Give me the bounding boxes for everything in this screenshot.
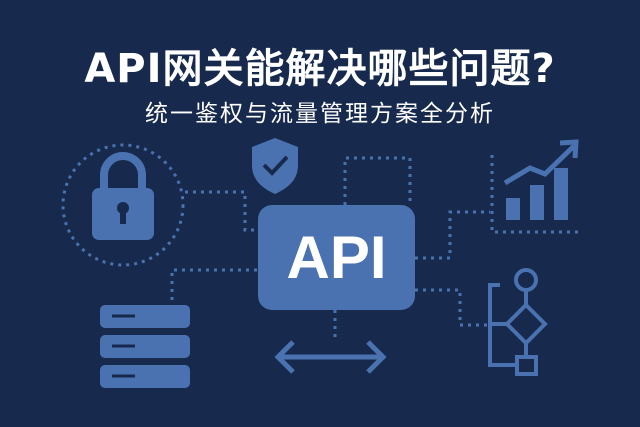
page-subtitle: 统一鉴权与流量管理方案全分析 — [145, 101, 495, 127]
api-box — [258, 205, 415, 310]
shield-check-icon — [252, 138, 298, 194]
flowchart-icon — [488, 268, 548, 376]
page-title: API网关能解决哪些问题? — [84, 46, 556, 92]
lock-icon — [61, 143, 185, 267]
double-arrow-icon — [274, 310, 387, 374]
connectors — [170, 156, 490, 327]
api-label: API — [286, 224, 387, 291]
bar-chart-growth-icon — [490, 139, 580, 234]
server-stack-icon — [100, 305, 190, 388]
